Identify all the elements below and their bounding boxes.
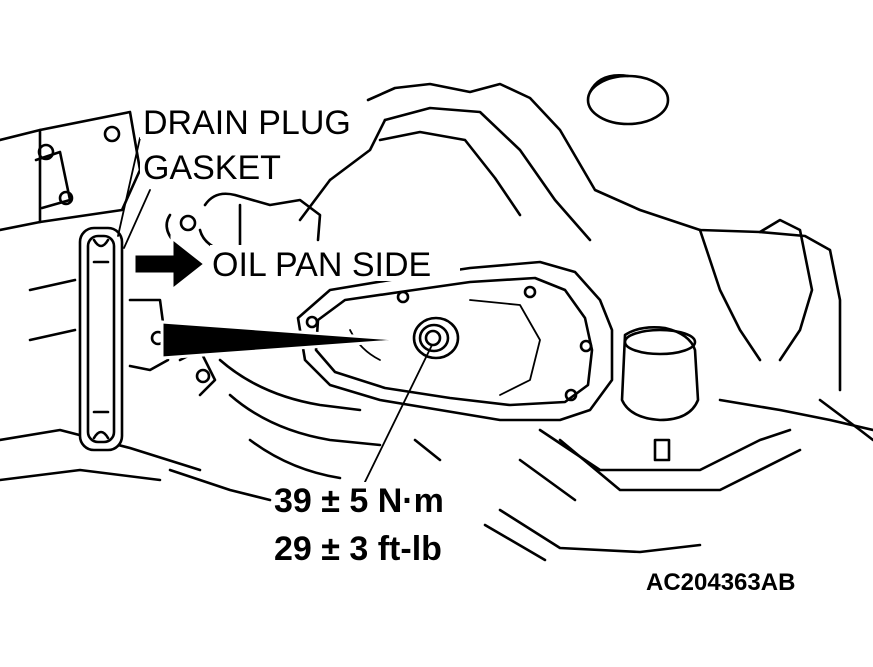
leader-lines (117, 137, 433, 489)
drain-plug-label-bg (140, 103, 368, 139)
drain-plug (412, 316, 460, 360)
oil-pan-side-label: OIL PAN SIDE (212, 246, 431, 284)
torque-ftlb-label: 29 ± 3 ft-lb (274, 530, 442, 568)
oil-pan-side-label-bg (210, 245, 460, 281)
gasket-leader (123, 189, 151, 249)
gasket-label-bg (140, 148, 300, 186)
torque-leader (361, 344, 433, 489)
drain-plug-label: DRAIN PLUG (143, 104, 351, 142)
labels: DRAIN PLUG GASKET OIL PAN SIDE 39 ± 5 N·… (140, 103, 795, 596)
arrows (132, 234, 409, 360)
torque-ftlb-bg (272, 530, 486, 566)
gasket-detail (78, 226, 124, 452)
torque-nm-bg (272, 482, 486, 518)
torque-nm-label: 39 ± 5 N·m (274, 482, 444, 520)
oil-pan-side-arrow (132, 234, 208, 294)
gasket-label: GASKET (143, 149, 281, 187)
figure-id: AC204363AB (646, 569, 795, 596)
drain-plug-leader (117, 137, 141, 237)
plug-pointer-wedge (160, 320, 409, 360)
